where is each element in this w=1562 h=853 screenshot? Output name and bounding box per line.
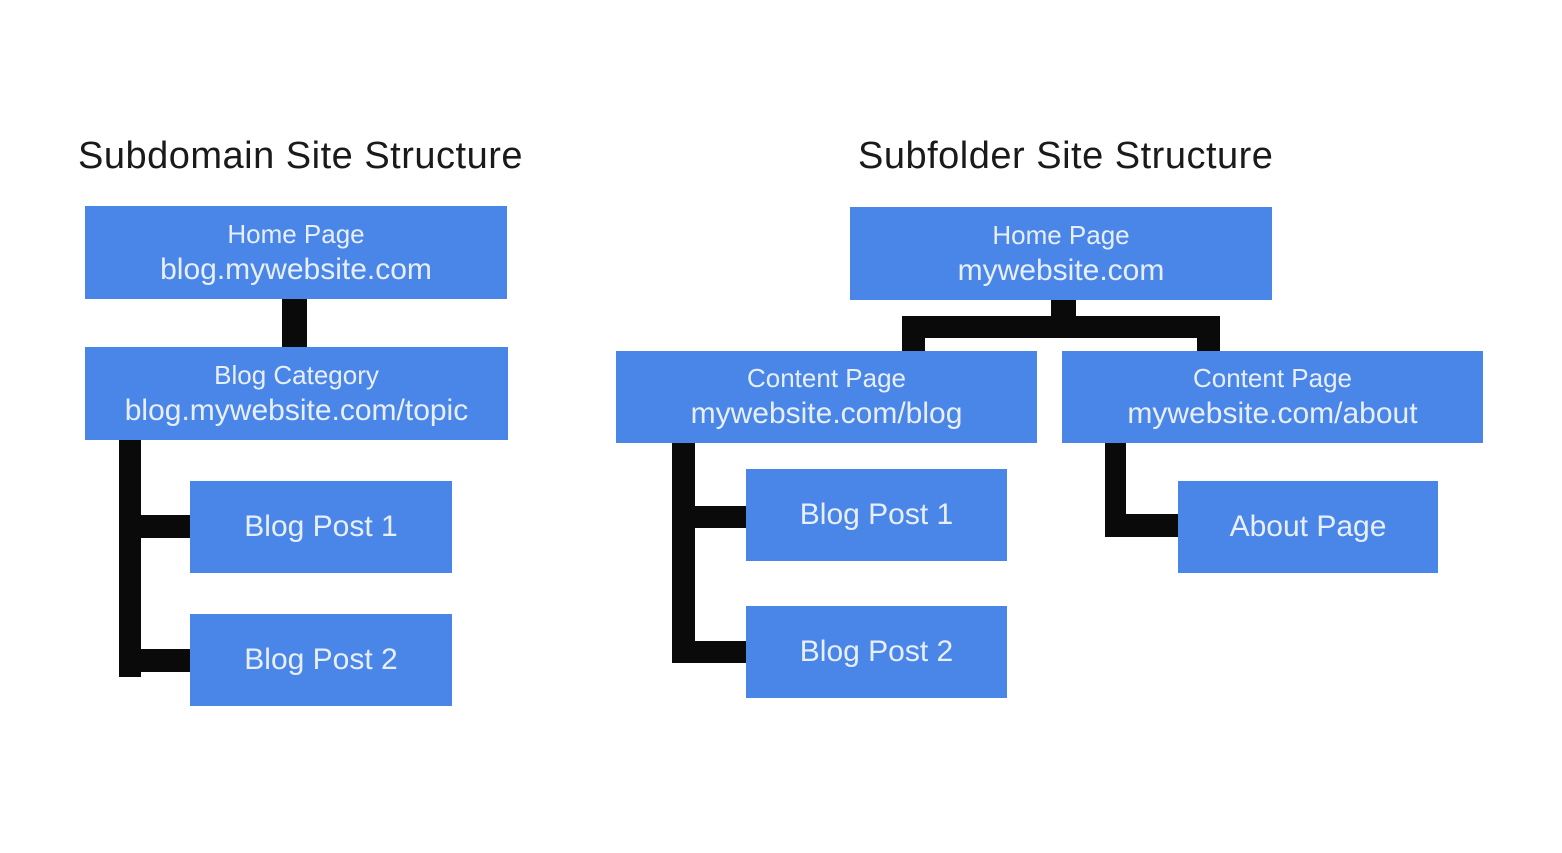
subfolder-panel-title: Subfolder Site Structure [858, 135, 1274, 177]
subfolder-blog-post-1-node: Blog Post 1 [746, 469, 1007, 561]
subfolder-about-page-node: About Page [1178, 481, 1438, 573]
connector-subfolder-drop-left [902, 338, 925, 353]
connector-subfolder-home-stub [1051, 298, 1076, 318]
subdomain-blog-category-node: Blog Category blog.mywebsite.com/topic [85, 347, 508, 440]
node-title: Home Page [992, 219, 1130, 250]
subdomain-panel-title: Subdomain Site Structure [78, 135, 524, 177]
node-title: Blog Post 1 [244, 510, 398, 543]
node-url: mywebsite.com/blog [690, 397, 963, 430]
node-url: mywebsite.com/about [1127, 397, 1418, 430]
connector-subfolder-about-trunk [1105, 443, 1126, 537]
connector-subfolder-to-about [1105, 514, 1178, 537]
connector-subfolder-drop-right [1197, 338, 1220, 353]
connector-subfolder-to-post2 [672, 641, 746, 663]
connector-subdomain-category-trunk [119, 440, 141, 677]
subdomain-blog-post-2-node: Blog Post 2 [190, 614, 452, 706]
node-title: Content Page [746, 363, 906, 393]
subfolder-content-about-node: Content Page mywebsite.com/about [1062, 351, 1483, 443]
node-url: mywebsite.com [957, 253, 1165, 287]
node-title: Blog Post 2 [799, 635, 954, 668]
connector-subfolder-horizontal-bar [902, 316, 1220, 338]
subdomain-home-page-node: Home Page blog.mywebsite.com [85, 206, 507, 299]
connector-subfolder-to-post1 [672, 506, 746, 528]
connector-subdomain-to-post1 [119, 515, 190, 538]
subfolder-content-blog-node: Content Page mywebsite.com/blog [616, 351, 1037, 443]
connector-subdomain-home-to-category [282, 298, 307, 349]
node-title: Blog Category [214, 359, 379, 390]
node-title: Content Page [1192, 363, 1352, 393]
node-url: blog.mywebsite.com [160, 252, 432, 286]
node-title: Blog Post 1 [799, 498, 954, 531]
node-title: Home Page [227, 218, 365, 249]
node-title: About Page [1229, 510, 1387, 543]
subfolder-blog-post-2-node: Blog Post 2 [746, 606, 1007, 698]
node-url: blog.mywebsite.com/topic [124, 393, 469, 427]
node-title: Blog Post 2 [244, 643, 398, 676]
subdomain-blog-post-1-node: Blog Post 1 [190, 481, 452, 573]
connector-subfolder-blog-trunk [672, 443, 695, 663]
connector-subdomain-to-post2 [119, 649, 190, 672]
subfolder-home-page-node: Home Page mywebsite.com [850, 207, 1272, 300]
